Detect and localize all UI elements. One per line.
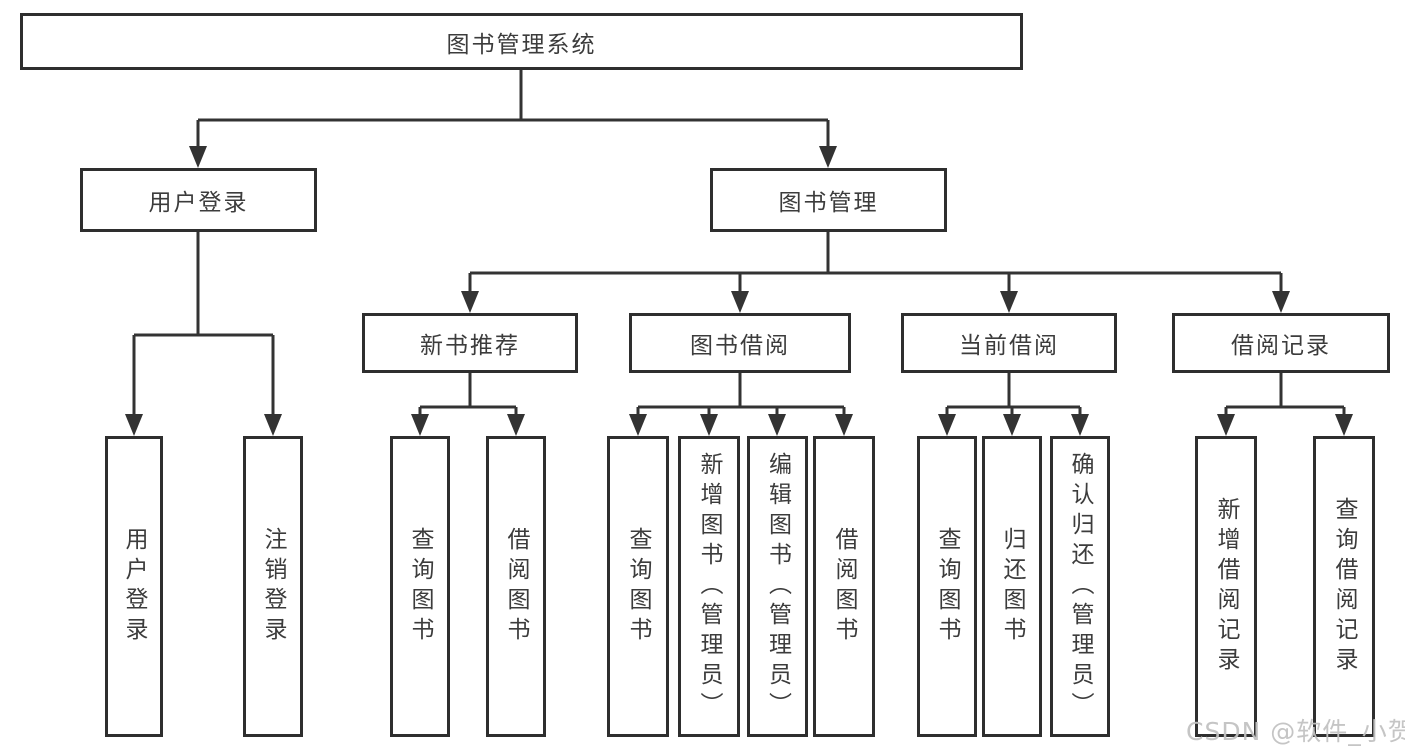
node-label: 用户登录 [148, 190, 249, 216]
node-label: 归还图书 [999, 526, 1025, 647]
node-leaf-query-books-1: 查询图书 [390, 436, 450, 737]
watermark: CSDN @软件_小贺同学 [1186, 717, 1405, 746]
node-borrow-records: 借阅记录 [1172, 313, 1390, 373]
node-new-book-recommend: 新书推荐 [362, 313, 578, 373]
node-label: 新增图书（管理员） [696, 451, 722, 722]
node-leaf-edit-books-admin: 编辑图书（管理员） [747, 436, 808, 737]
node-leaf-query-books-2: 查询图书 [607, 436, 669, 737]
node-book-borrow: 图书借阅 [629, 313, 851, 373]
node-leaf-query-books-3: 查询图书 [917, 436, 977, 737]
node-label: 查询借阅记录 [1331, 496, 1357, 677]
node-leaf-confirm-return: 确认归还（管理员） [1050, 436, 1110, 737]
node-label: 新书推荐 [420, 333, 520, 359]
node-leaf-add-borrow-record: 新增借阅记录 [1195, 436, 1257, 737]
node-label: 编辑图书（管理员） [764, 451, 791, 722]
node-book-management-branch: 图书管理 [710, 168, 947, 232]
node-leaf-add-books-admin: 新增图书（管理员） [678, 436, 740, 737]
node-label: 确认归还（管理员） [1067, 451, 1093, 722]
node-user-login-branch: 用户登录 [80, 168, 317, 232]
node-root: 图书管理系统 [20, 13, 1023, 70]
node-label: 借阅记录 [1231, 333, 1331, 359]
node-label: 注销登录 [260, 526, 286, 647]
node-leaf-query-borrow-record: 查询借阅记录 [1313, 436, 1375, 737]
node-label: 当前借阅 [959, 333, 1059, 359]
node-leaf-borrow-books-1: 借阅图书 [486, 436, 546, 737]
node-label: 查询图书 [934, 526, 960, 647]
node-label: 借阅图书 [831, 526, 857, 647]
node-label: 用户登录 [121, 526, 147, 647]
node-leaf-borrow-books-2: 借阅图书 [813, 436, 875, 737]
node-label: 查询图书 [407, 526, 433, 647]
node-label: 借阅图书 [503, 526, 529, 647]
node-label: 图书借阅 [690, 333, 790, 359]
node-leaf-user-login: 用户登录 [105, 436, 163, 737]
node-label: 新增借阅记录 [1213, 496, 1239, 677]
node-label: 图书管理 [778, 190, 879, 216]
node-leaf-return-books: 归还图书 [982, 436, 1042, 737]
node-label: 查询图书 [625, 526, 651, 647]
node-current-borrow: 当前借阅 [901, 313, 1117, 373]
node-leaf-logout: 注销登录 [243, 436, 303, 737]
node-label: 图书管理系统 [446, 31, 597, 58]
